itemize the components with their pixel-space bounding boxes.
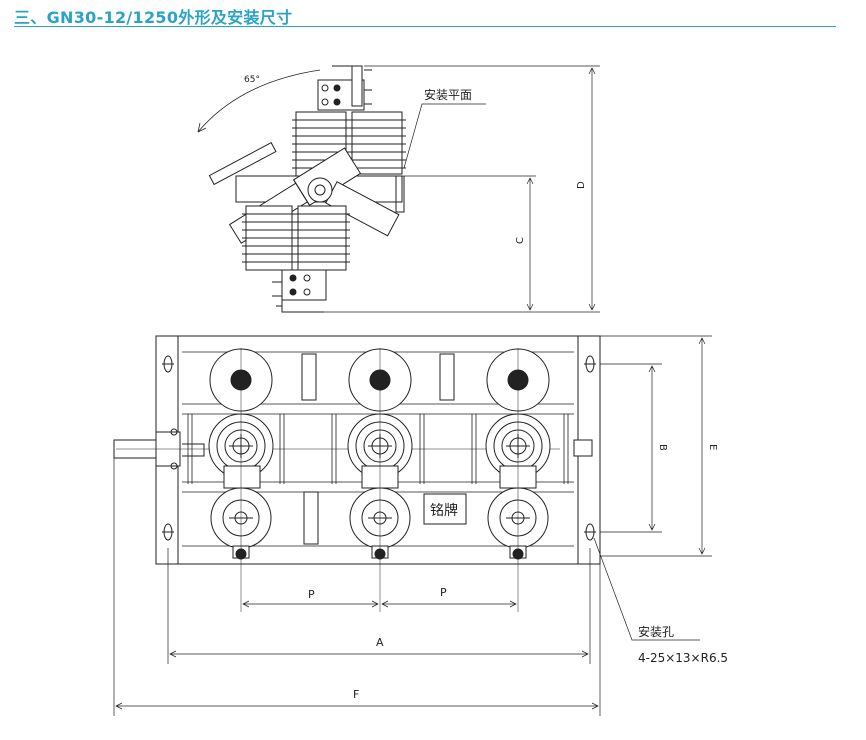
mount-hole-tr xyxy=(584,355,596,373)
lower-middle-insulator xyxy=(294,205,350,271)
mount-hole-tl xyxy=(162,355,174,373)
dim-c-label: C xyxy=(515,237,526,244)
angle-label: 65° xyxy=(244,75,260,85)
dim-c-line xyxy=(526,177,534,311)
dim-p1-label: P xyxy=(308,588,315,601)
mounting-plane-label: 安装平面 xyxy=(424,87,472,102)
nameplate-box xyxy=(423,493,467,525)
dim-e-line xyxy=(698,337,706,555)
dim-b-line xyxy=(648,365,656,531)
dim-p2-label: P xyxy=(440,586,447,599)
page-title: 三、GN30-12/1250外形及安装尺寸 xyxy=(14,8,293,27)
mount-hole-bl xyxy=(162,523,174,541)
dim-d-line xyxy=(588,67,596,311)
dim-f-label: F xyxy=(353,688,359,701)
dim-b-label: B xyxy=(657,444,668,451)
lower-left-insulator xyxy=(242,205,296,271)
dim-p1-line xyxy=(242,600,379,608)
dim-a-label: A xyxy=(376,636,384,649)
dim-p2-line xyxy=(381,600,517,608)
front-view: 铭牌 B E P P A F 安装孔 4-25×13×R6.5 xyxy=(113,335,728,716)
side-view: 65° xyxy=(197,65,600,313)
mount-hole-leader xyxy=(593,537,700,641)
dim-d-label: D xyxy=(576,181,587,189)
title-divider xyxy=(14,26,836,27)
angle-arrow xyxy=(197,122,207,133)
mount-hole-label: 安装孔 xyxy=(638,624,674,639)
dim-f-line xyxy=(115,702,599,710)
dim-e-label: E xyxy=(707,444,718,450)
nameplate-label: 铭牌 xyxy=(430,502,458,519)
tilted-contact-rod xyxy=(208,142,277,186)
pivot-hub xyxy=(307,177,333,203)
right-insulator xyxy=(348,111,406,175)
mount-hole-br xyxy=(584,523,596,541)
angle-arc xyxy=(197,69,321,133)
mount-hole-spec: 4-25×13×R6.5 xyxy=(638,651,728,665)
dim-a-line xyxy=(169,650,589,658)
lower-terminal-block xyxy=(281,269,327,301)
mounting-plane-leader xyxy=(403,103,486,169)
